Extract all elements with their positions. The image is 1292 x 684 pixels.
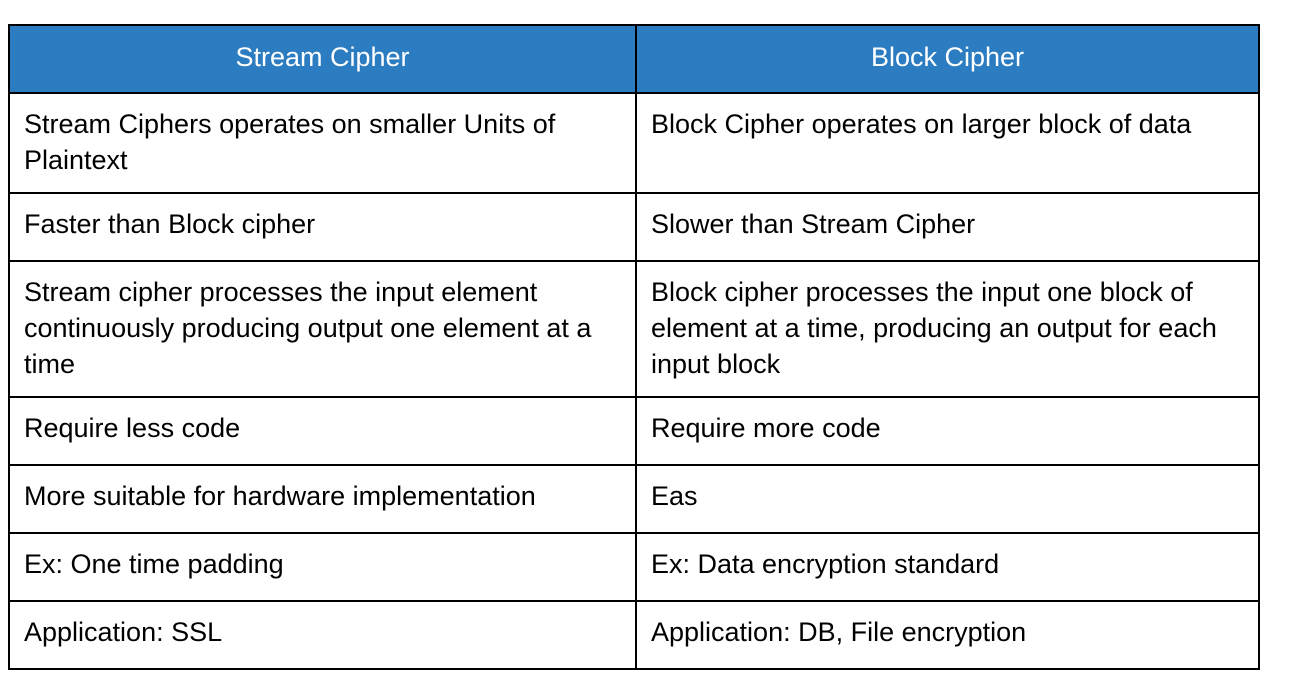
table-cell-stream-4: Require less code: [8, 396, 637, 466]
cell-text: Stream Ciphers operates on smaller Units…: [24, 109, 556, 175]
table-cell-stream-5: More suitable for hardware implementatio…: [8, 464, 637, 534]
cell-text: Require more code: [651, 413, 881, 443]
table-cell-stream-3: Stream cipher processes the input elemen…: [8, 260, 637, 398]
column-header-block-cipher: Block Cipher: [635, 24, 1260, 94]
table-cell-block-5: Eas: [635, 464, 1260, 534]
table-cell-stream-1: Stream Ciphers operates on smaller Units…: [8, 92, 637, 194]
column-header-stream-cipher: Stream Cipher: [8, 24, 637, 94]
table-row: More suitable for hardware implementatio…: [8, 464, 1260, 534]
cell-text: Ex: One time padding: [24, 549, 284, 579]
table-body: Stream Ciphers operates on smaller Units…: [8, 92, 1260, 670]
table-row: Ex: One time padding Ex: Data encryption…: [8, 532, 1260, 602]
table-row: Application: SSL Application: DB, File e…: [8, 600, 1260, 670]
cell-text: Eas: [651, 481, 698, 511]
table-row: Require less code Require more code: [8, 396, 1260, 466]
cell-text: Stream cipher processes the input elemen…: [24, 277, 592, 379]
table-cell-stream-7: Application: SSL: [8, 600, 637, 670]
table-cell-block-3: Block cipher processes the input one blo…: [635, 260, 1260, 398]
comparison-table: Stream Cipher Block Cipher Stream Cipher…: [8, 24, 1260, 670]
cell-text: Slower than Stream Cipher: [651, 209, 976, 239]
cell-text: Block cipher processes the input one blo…: [651, 277, 1217, 379]
cell-text: Block Cipher operates on larger block of…: [651, 109, 1192, 139]
cell-text: Application: SSL: [24, 617, 223, 647]
table-row: Stream cipher processes the input elemen…: [8, 260, 1260, 398]
table-cell-block-7: Application: DB, File encryption: [635, 600, 1260, 670]
table-row: Stream Ciphers operates on smaller Units…: [8, 92, 1260, 194]
cell-text: Application: DB, File encryption: [651, 617, 1027, 647]
cell-text: Faster than Block cipher: [24, 209, 316, 239]
table-row: Faster than Block cipher Slower than Str…: [8, 192, 1260, 262]
table-cell-block-6: Ex: Data encryption standard: [635, 532, 1260, 602]
cell-text: Require less code: [24, 413, 241, 443]
table-cell-block-2: Slower than Stream Cipher: [635, 192, 1260, 262]
cell-text: Ex: Data encryption standard: [651, 549, 1000, 579]
table-cell-stream-6: Ex: One time padding: [8, 532, 637, 602]
table-cell-block-1: Block Cipher operates on larger block of…: [635, 92, 1260, 194]
cell-text: More suitable for hardware implementatio…: [24, 481, 536, 511]
header-row: Stream Cipher Block Cipher: [8, 24, 1260, 94]
table-cell-stream-2: Faster than Block cipher: [8, 192, 637, 262]
table-cell-block-4: Require more code: [635, 396, 1260, 466]
table-header: Stream Cipher Block Cipher: [8, 24, 1260, 94]
